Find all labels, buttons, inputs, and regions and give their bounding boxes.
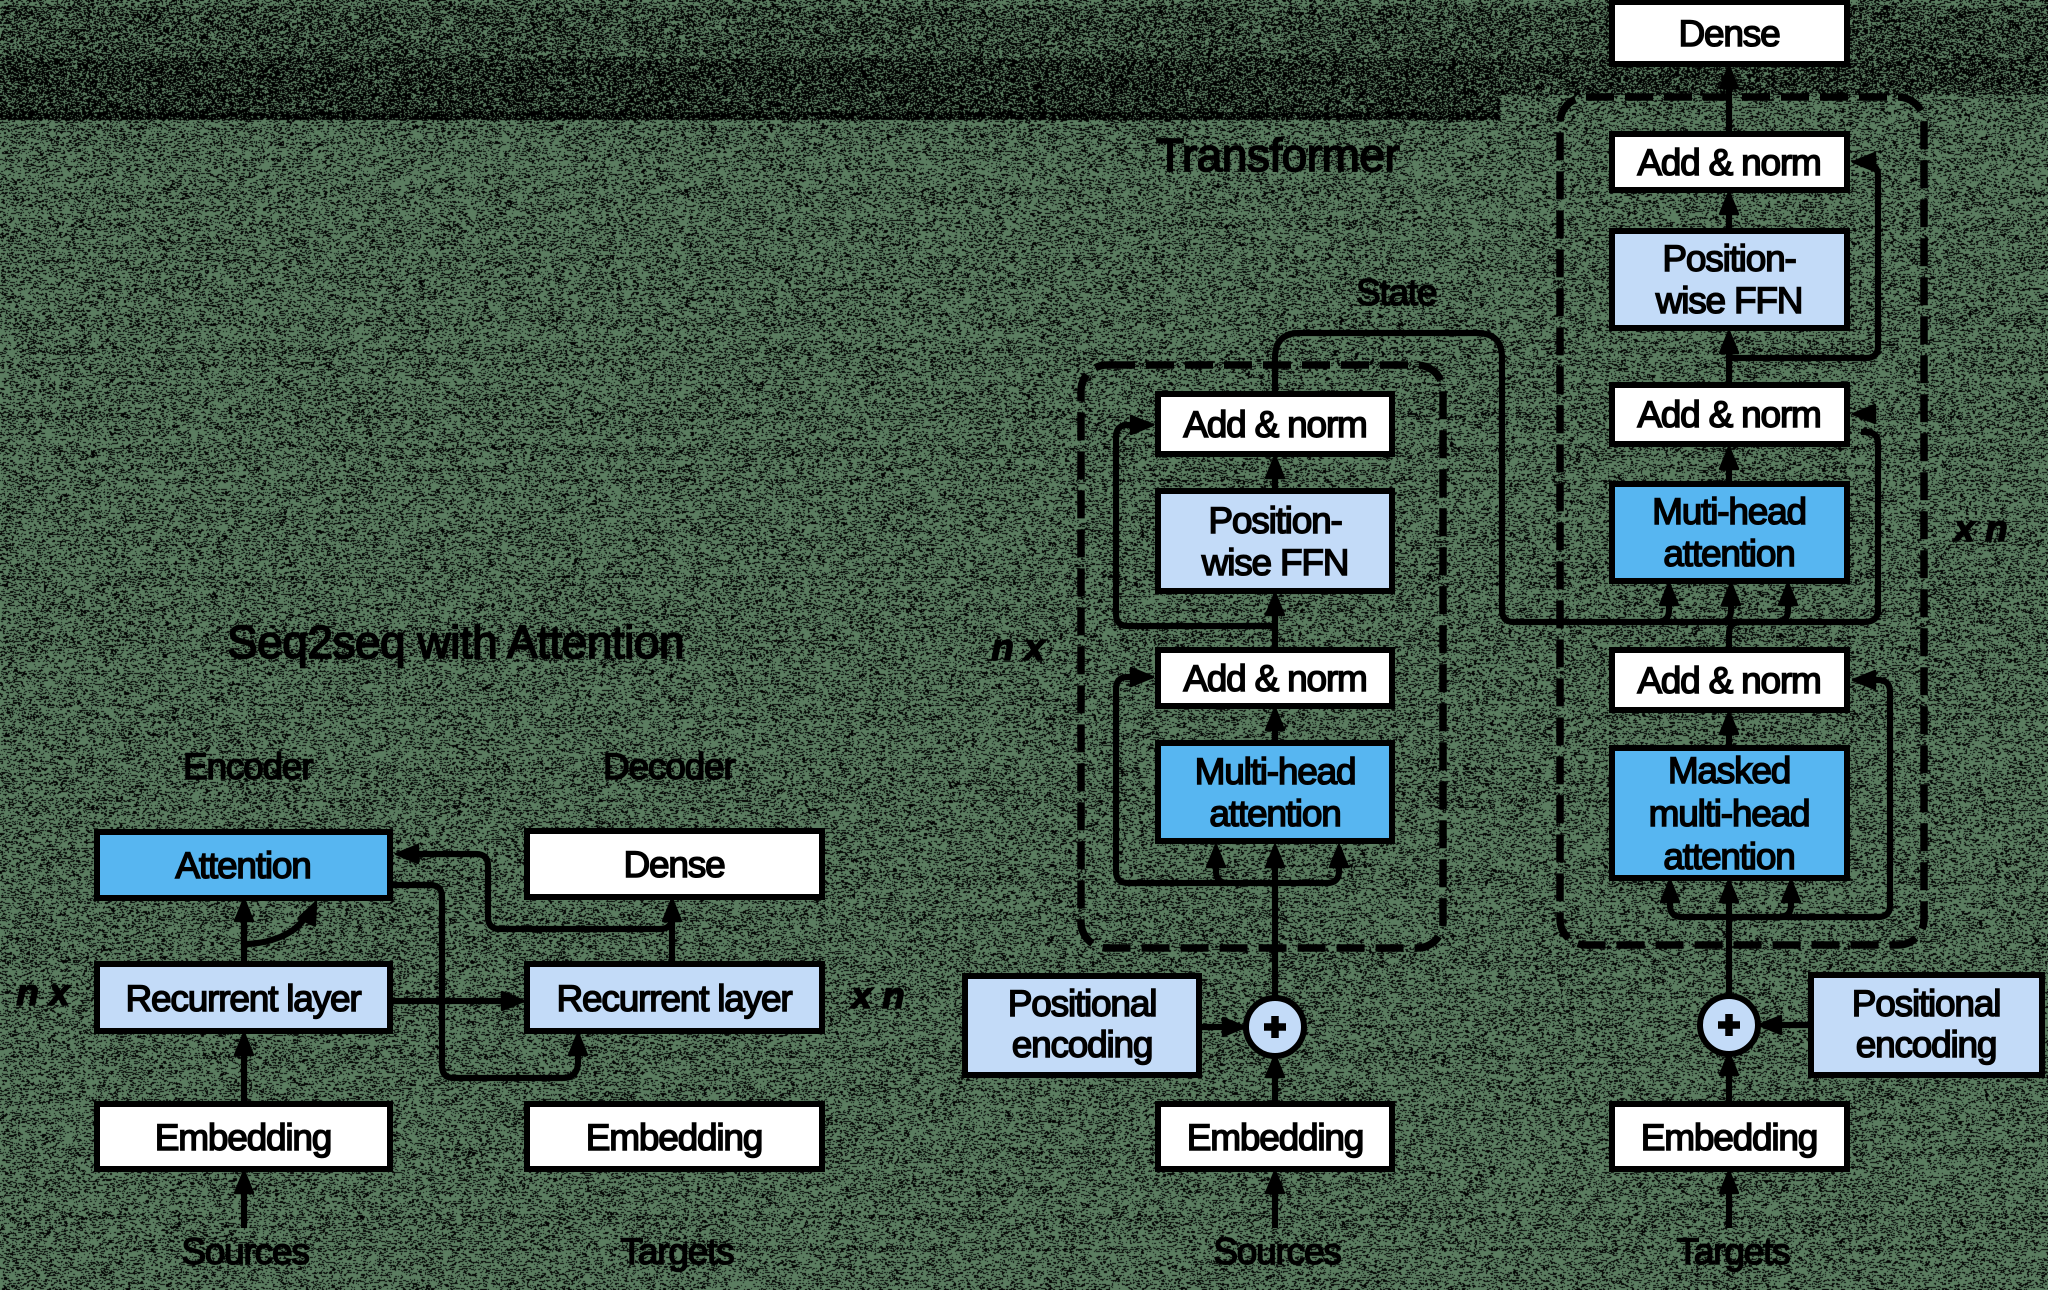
svg-text:Sources: Sources (1213, 1231, 1341, 1272)
svg-text:multi-head: multi-head (1649, 793, 1810, 834)
svg-text:Add & norm: Add & norm (1183, 404, 1366, 445)
svg-text:Recurrent layer: Recurrent layer (126, 978, 362, 1019)
svg-text:Decoder: Decoder (603, 746, 735, 787)
svg-text:encoding: encoding (1856, 1024, 1997, 1065)
svg-text:Position-: Position- (1208, 500, 1341, 541)
svg-text:Positional: Positional (1852, 983, 2000, 1024)
svg-text:Seq2seq with Attention: Seq2seq with Attention (227, 616, 684, 668)
svg-text:wise FFN: wise FFN (1655, 280, 1803, 321)
svg-text:attention: attention (1663, 533, 1794, 574)
svg-text:n x: n x (991, 627, 1046, 668)
svg-text:attention: attention (1209, 793, 1340, 834)
svg-text:Add & norm: Add & norm (1183, 658, 1366, 699)
svg-text:Attention: Attention (175, 845, 310, 886)
svg-text:Transformer: Transformer (1156, 129, 1399, 181)
svg-text:Dense: Dense (1679, 13, 1780, 54)
svg-text:Embedding: Embedding (586, 1117, 762, 1158)
svg-text:Encoder: Encoder (183, 746, 313, 787)
svg-text:Embedding: Embedding (1187, 1117, 1363, 1158)
svg-text:Add & norm: Add & norm (1637, 394, 1820, 435)
svg-text:attention: attention (1663, 836, 1794, 877)
svg-text:Dense: Dense (624, 844, 725, 885)
svg-text:Add & norm: Add & norm (1637, 142, 1820, 183)
svg-text:Sources: Sources (181, 1231, 309, 1272)
svg-text:Embedding: Embedding (155, 1117, 331, 1158)
svg-text:Multi-head: Multi-head (1195, 751, 1356, 792)
svg-text:Masked: Masked (1668, 750, 1790, 791)
svg-text:Add & norm: Add & norm (1637, 660, 1820, 701)
svg-text:State: State (1356, 272, 1436, 313)
svg-text:Targets: Targets (621, 1231, 735, 1272)
svg-text:x n: x n (1952, 508, 2007, 549)
svg-text:Positional: Positional (1008, 983, 1156, 1024)
svg-text:Embedding: Embedding (1641, 1117, 1817, 1158)
svg-text:Targets: Targets (1677, 1231, 1791, 1272)
svg-text:Muti-head: Muti-head (1652, 491, 1806, 532)
svg-text:n x: n x (16, 972, 71, 1013)
svg-text:wise FFN: wise FFN (1201, 542, 1349, 583)
svg-text:Recurrent layer: Recurrent layer (557, 978, 793, 1019)
svg-text:encoding: encoding (1012, 1024, 1153, 1065)
svg-text:Position-: Position- (1662, 238, 1795, 279)
svg-text:x n: x n (849, 975, 904, 1016)
